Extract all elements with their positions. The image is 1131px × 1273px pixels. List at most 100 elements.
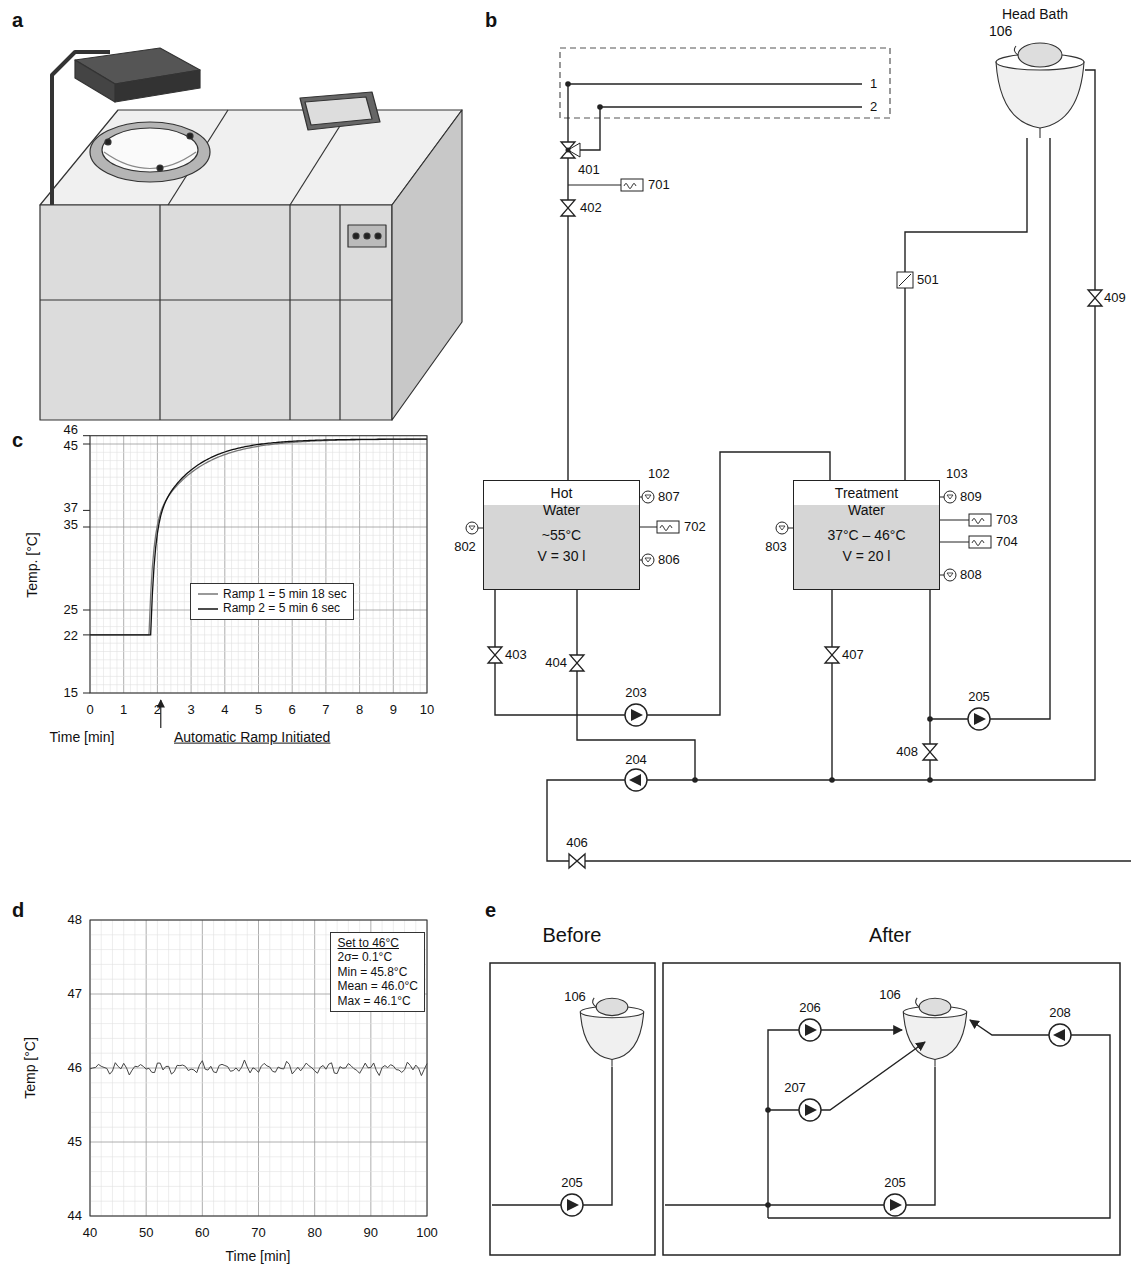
grid-line — [170, 436, 171, 693]
device-illustration — [115, 70, 200, 102]
callout-number: 806 — [658, 552, 680, 568]
grid-line — [211, 436, 212, 693]
callout-number: 205 — [561, 1175, 583, 1191]
callout-number: 701 — [648, 177, 670, 193]
device-illustration — [40, 205, 392, 420]
node-title: Treatment Water — [829, 485, 905, 519]
device-illustration — [40, 299, 392, 300]
pipe — [768, 1020, 1110, 1218]
pump-symbol — [1049, 1024, 1071, 1046]
supply-line — [600, 106, 862, 107]
grid-line — [312, 436, 313, 693]
tick-label: 25 — [64, 602, 78, 618]
grid-line — [90, 518, 427, 519]
pipe-connector — [905, 138, 1027, 480]
callout-number: 102 — [648, 466, 670, 482]
pump-symbol — [968, 708, 990, 730]
level-sensor-symbol — [947, 495, 953, 499]
grid-line — [218, 436, 219, 693]
level-sensor-symbol — [944, 569, 956, 581]
node-title: Hot Water — [537, 485, 587, 519]
legend-text: Ramp 2 = 5 min 6 sec — [223, 601, 340, 615]
temperature-sensor-symbol — [969, 536, 991, 548]
tick-label: 6 — [289, 702, 296, 718]
callout-number: 403 — [505, 647, 527, 663]
grid-line — [90, 651, 427, 652]
head-bath-illustration — [611, 1060, 612, 1067]
grid-line — [420, 436, 421, 693]
grid-line — [285, 436, 286, 693]
callout-number: 404 — [545, 655, 567, 671]
tank-node: Treatment Water37°C – 46°CV = 20 l — [793, 480, 940, 590]
valve-symbol — [569, 854, 585, 868]
grid-line — [245, 436, 246, 693]
grid-line — [90, 626, 427, 627]
grid-line — [292, 436, 293, 693]
grid-line — [90, 1112, 427, 1113]
temperature-trace — [90, 1060, 427, 1076]
node-text: 37°C – 46°C — [794, 527, 939, 544]
level-sensor-symbol — [642, 491, 654, 503]
grid-line — [204, 436, 205, 693]
grid-line — [386, 436, 387, 693]
sensor-lead — [940, 542, 969, 543]
grid-line — [90, 1171, 427, 1172]
callout-number: 803 — [765, 539, 787, 555]
grid-line — [90, 485, 427, 486]
callout-number: 208 — [1049, 1005, 1071, 1021]
panel-frame — [490, 963, 655, 1255]
grid-line — [251, 436, 252, 693]
stats-box: Set to 46°C2σ= 0.1°CMin = 45.8°CMean = 4… — [330, 932, 425, 1012]
callout-number: 106 — [564, 989, 586, 1005]
grid-line — [164, 436, 165, 693]
device-illustration — [375, 233, 381, 239]
grid-line — [373, 436, 374, 693]
grid-line — [325, 436, 326, 693]
head-bath-illustration — [934, 1060, 935, 1067]
temperature-sensor-symbol — [657, 521, 679, 533]
filter-symbol — [899, 274, 911, 286]
plot-frame — [90, 920, 427, 1216]
tick-label: 15 — [64, 685, 78, 701]
legend-swatch — [198, 593, 218, 595]
callout-number: 103 — [946, 466, 968, 482]
tick-label: 2 — [154, 702, 161, 718]
grid-line — [406, 436, 407, 693]
ramp-curve — [90, 439, 427, 635]
callout-number: 205 — [968, 689, 990, 705]
tick-label: 60 — [195, 1225, 209, 1241]
pump-symbol — [561, 1194, 583, 1216]
callout-number: 207 — [784, 1080, 806, 1096]
grid-line — [90, 1023, 427, 1024]
head-bath-illustration — [996, 43, 1084, 138]
callout-number: 807 — [658, 489, 680, 505]
head-bath-illustration — [580, 1012, 643, 1060]
callout-number: 702 — [684, 519, 706, 535]
device-illustration — [75, 60, 115, 102]
grid-line — [90, 676, 427, 677]
node-text: 2σ= 0.1°C — [337, 950, 418, 964]
device-illustration — [105, 139, 111, 145]
device-illustration — [40, 110, 462, 205]
grid-line — [90, 1156, 427, 1157]
grid-line — [96, 436, 97, 693]
callout-number: 106 — [879, 987, 901, 1003]
pump-symbol — [974, 713, 986, 725]
grid-line — [265, 436, 266, 693]
tick-mark — [83, 435, 90, 436]
callout-number: 206 — [799, 1000, 821, 1016]
grid-line — [90, 1186, 427, 1187]
pipe — [768, 1030, 902, 1218]
grid-line — [130, 436, 131, 693]
supply-line — [568, 83, 862, 84]
pump-symbol — [805, 1024, 817, 1036]
tick-label: 37 — [64, 500, 78, 516]
panel-letter: c — [12, 428, 23, 452]
node-title: Set to 46°C — [337, 936, 418, 950]
panel-letter: e — [485, 898, 496, 922]
pump-symbol — [629, 774, 641, 786]
head-bath-illustration — [580, 998, 643, 1067]
level-sensor-symbol — [947, 573, 953, 577]
grid-line — [298, 436, 299, 693]
